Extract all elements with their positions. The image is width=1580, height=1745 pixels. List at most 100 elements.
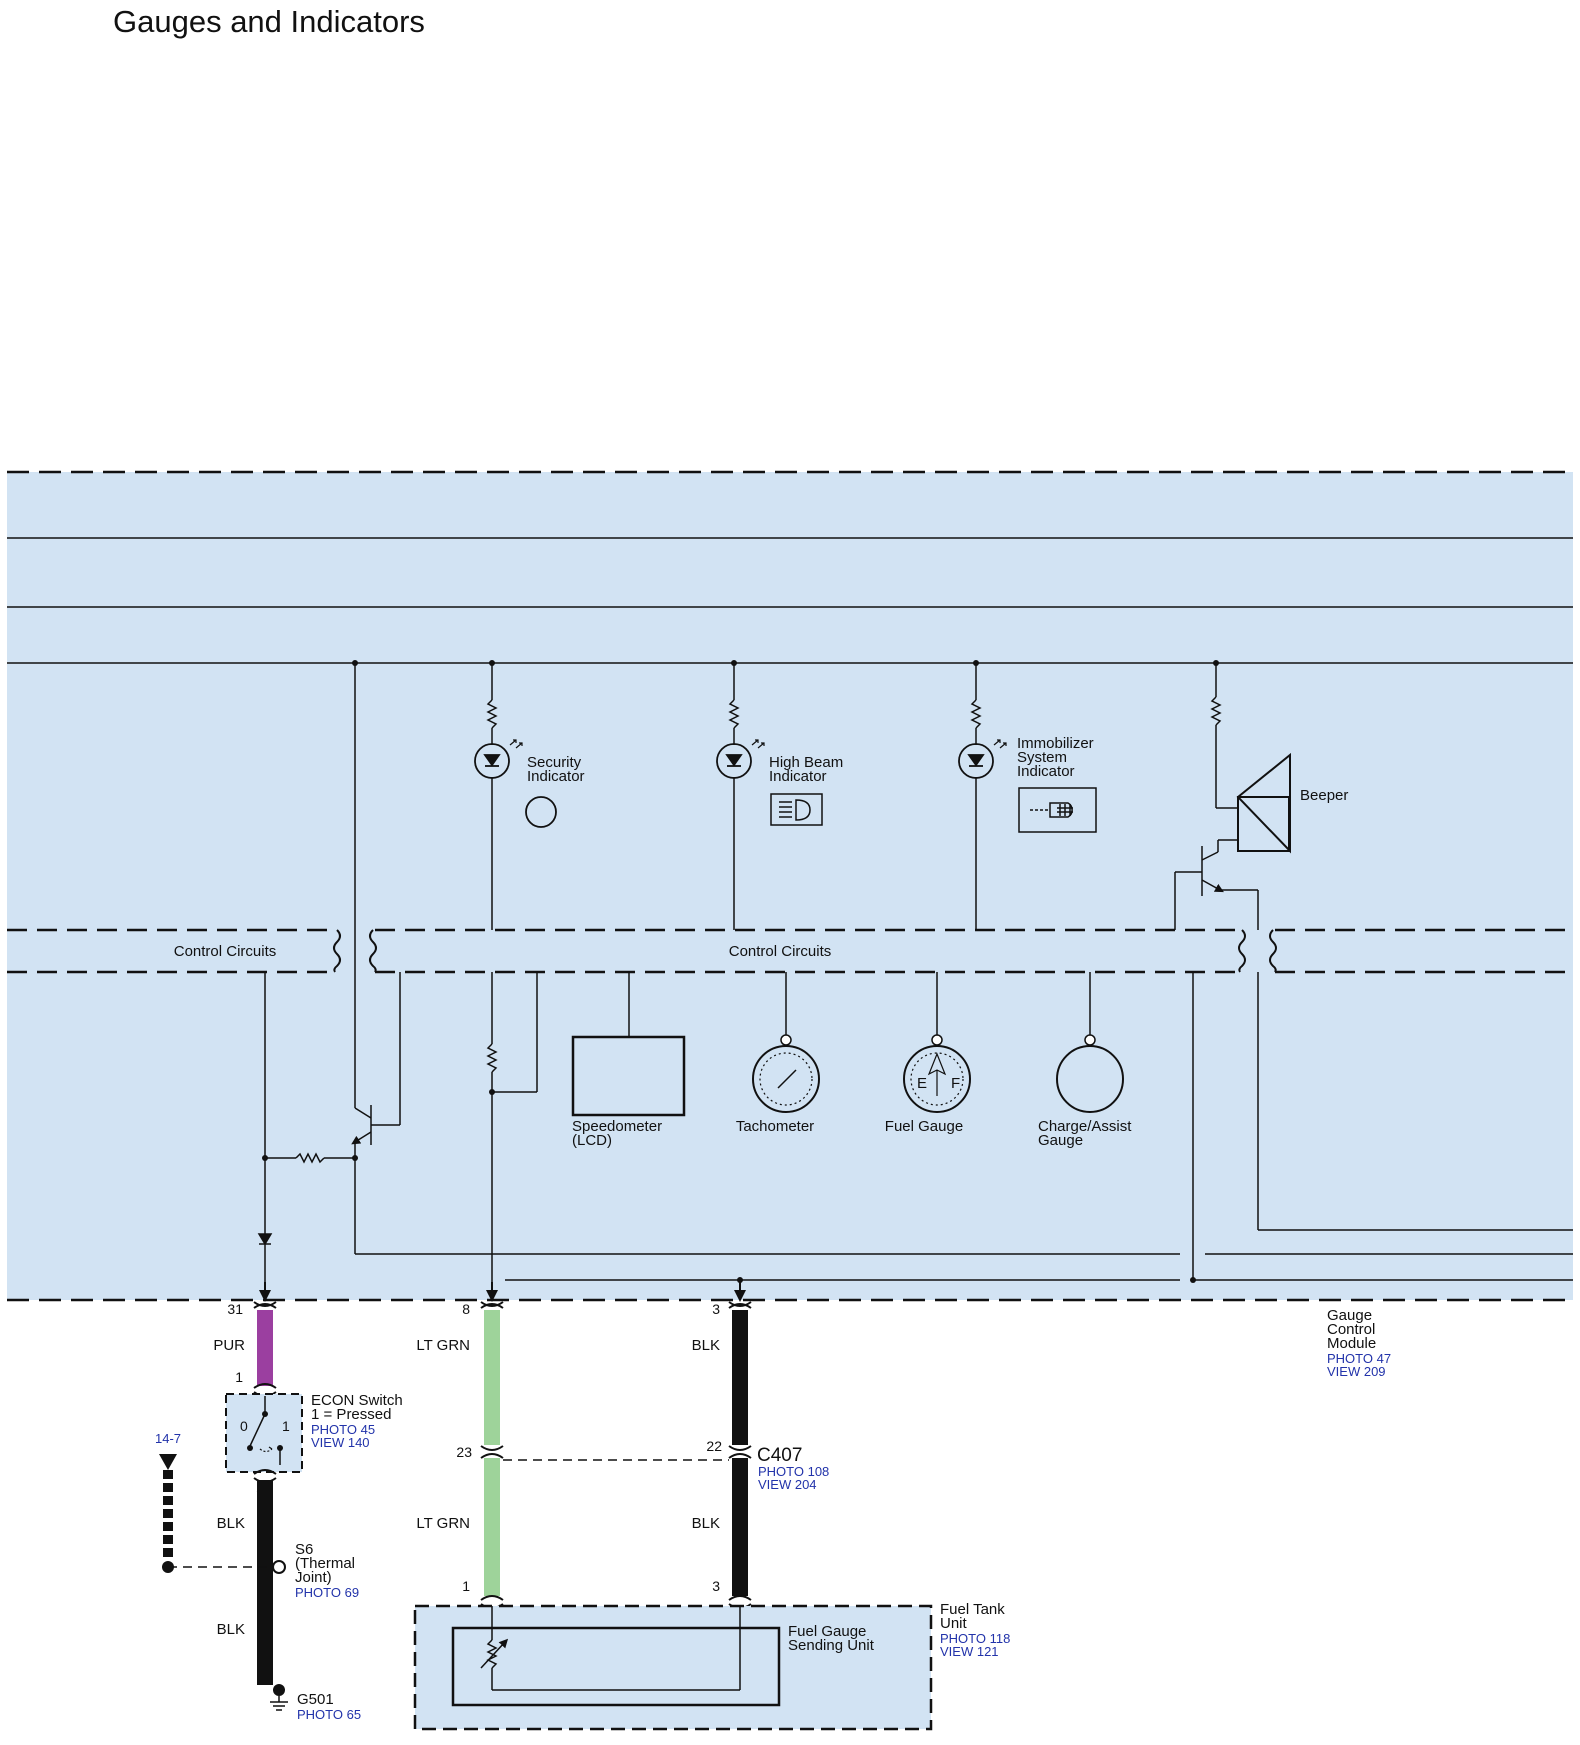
circle-icon bbox=[525, 796, 557, 828]
fuel-tank-photo-ref: PHOTO 118 bbox=[940, 1631, 1010, 1646]
c407-pin-22: 22 bbox=[706, 1438, 722, 1454]
econ-view-ref: VIEW 140 bbox=[311, 1435, 370, 1450]
c407-label: C407 bbox=[757, 1445, 802, 1466]
module-photo-ref: PHOTO 47 bbox=[1327, 1351, 1391, 1366]
sending-unit-label-line1: Fuel Gauge bbox=[788, 1623, 866, 1640]
security-indicator: Security Indicator bbox=[525, 754, 585, 828]
lt-grn-lower-label: LT GRN bbox=[416, 1515, 470, 1532]
s6-label-line3: Joint) bbox=[295, 1569, 332, 1586]
blk-left-lower-label: BLK bbox=[217, 1621, 245, 1638]
control-circuits-label-main: Control Circuits bbox=[729, 943, 832, 960]
blk-right-lower-label: BLK bbox=[692, 1515, 720, 1532]
fuel-tank-label-line1: Fuel Tank bbox=[940, 1601, 1005, 1618]
c407-photo-ref: PHOTO 108 bbox=[758, 1464, 829, 1479]
ref-14-7-bus: 14-7 bbox=[155, 1431, 181, 1560]
speedometer-gauge: Speedometer (LCD) bbox=[571, 1035, 686, 1149]
high-beam-indicator: High Beam Indicator bbox=[769, 754, 843, 826]
break-symbols bbox=[333, 929, 1277, 973]
tachometer-gauge: Tachometer bbox=[736, 1034, 820, 1135]
control-circuits-label-left: Control Circuits bbox=[174, 943, 277, 960]
econ-switch-box bbox=[225, 1393, 303, 1473]
security-label-line2: Indicator bbox=[527, 768, 585, 785]
module-name-line3: Module bbox=[1327, 1335, 1376, 1352]
fuel-gauge: E F Fuel Gauge bbox=[885, 1034, 971, 1135]
econ-pin-in: 1 bbox=[235, 1369, 243, 1385]
beeper-label: Beeper bbox=[1300, 787, 1348, 804]
fuel-tank-pin-1: 1 bbox=[462, 1578, 470, 1594]
econ-switch-label-line1: ECON Switch bbox=[311, 1392, 403, 1409]
blk-left-upper-label: BLK bbox=[217, 1515, 245, 1532]
econ-switch-label-line2: 1 = Pressed bbox=[311, 1406, 391, 1423]
headlight-icon bbox=[770, 793, 823, 826]
ref-14-7: 14-7 bbox=[155, 1431, 181, 1446]
junction-dots-lower bbox=[262, 1089, 1196, 1283]
terminal-31: 31 bbox=[227, 1301, 243, 1317]
module-label: Gauge Control Module PHOTO 47 VIEW 209 bbox=[1327, 1307, 1391, 1379]
c407-connector: 23 22 C407 PHOTO 108 VIEW 204 bbox=[456, 1438, 829, 1492]
c407-view-ref: VIEW 204 bbox=[758, 1477, 817, 1492]
indicator-wiring bbox=[354, 663, 982, 1108]
charge-assist-label-line1: Charge/Assist bbox=[1038, 1118, 1132, 1135]
econ-pos-0: 0 bbox=[240, 1418, 248, 1434]
sending-unit-box bbox=[451, 1626, 781, 1707]
immobilizer-label-line1: Immobilizer bbox=[1017, 735, 1094, 752]
charge-assist-gauge: Charge/Assist Gauge bbox=[1038, 1034, 1132, 1149]
s6-photo-ref: PHOTO 69 bbox=[295, 1585, 359, 1600]
led-symbols bbox=[474, 739, 1007, 779]
terminal-8: 8 bbox=[462, 1301, 470, 1317]
module-name-line2: Control bbox=[1327, 1321, 1375, 1338]
blk-right-wire-lower bbox=[732, 1458, 748, 1596]
ground-icon bbox=[270, 1696, 288, 1711]
immobilizer-label-line2: System bbox=[1017, 749, 1067, 766]
beeper-circuit bbox=[1174, 663, 1291, 930]
speedometer-label-line2: (LCD) bbox=[572, 1132, 612, 1149]
blk-right-wire-upper bbox=[732, 1310, 748, 1445]
blk-right-upper-label: BLK bbox=[692, 1337, 720, 1354]
fuel-full-mark: F bbox=[951, 1075, 960, 1092]
speedometer-box bbox=[571, 1035, 686, 1117]
s6-thermal-joint: S6 (Thermal Joint) PHOTO 69 bbox=[162, 1541, 359, 1600]
fuel-gauge-label: Fuel Gauge bbox=[885, 1118, 963, 1135]
immobilizer-label-line3: Indicator bbox=[1017, 763, 1075, 780]
tachometer-label: Tachometer bbox=[736, 1118, 814, 1135]
s6-label-line1: S6 bbox=[295, 1541, 313, 1558]
sending-unit-label-line2: Sending Unit bbox=[788, 1637, 875, 1654]
page-title: Gauges and Indicators bbox=[113, 4, 425, 39]
module-fill bbox=[7, 472, 1573, 1300]
terminal-3: 3 bbox=[712, 1301, 720, 1317]
lt-grn-wire-upper bbox=[484, 1310, 500, 1445]
speedometer-label-line1: Speedometer bbox=[572, 1118, 662, 1135]
s6-label-line2: (Thermal bbox=[295, 1555, 355, 1572]
econ-switch: 0 1 1 2 ECON Switch 1 = Pressed PHOTO 45… bbox=[225, 1369, 403, 1495]
fuel-tank-view-ref: VIEW 121 bbox=[940, 1644, 999, 1659]
g501-photo-ref: PHOTO 65 bbox=[297, 1707, 361, 1722]
g501-ground: G501 PHOTO 65 bbox=[270, 1684, 361, 1722]
fuel-tank-unit: 1 3 Fuel Gauge Sending Unit Fuel Tank Un… bbox=[413, 1578, 1010, 1731]
fuel-tank-label-line2: Unit bbox=[940, 1615, 968, 1632]
variable-resistor-icon bbox=[480, 1606, 741, 1691]
gauge-control-module bbox=[7, 470, 1573, 1302]
module-terminals bbox=[253, 1282, 752, 1309]
g501-label: G501 bbox=[297, 1691, 334, 1708]
charge-assist-label-line2: Gauge bbox=[1038, 1132, 1083, 1149]
junction-dots-top bbox=[352, 660, 1219, 666]
lt-grn-upper-label: LT GRN bbox=[416, 1337, 470, 1354]
fuel-tank-box bbox=[413, 1604, 933, 1731]
fuel-empty-mark: E bbox=[917, 1075, 927, 1092]
module-view-ref: VIEW 209 bbox=[1327, 1364, 1386, 1379]
immobilizer-indicator: Immobilizer System Indicator bbox=[1017, 735, 1097, 833]
pur-wire-label: PUR bbox=[213, 1337, 245, 1354]
high-beam-label-line2: Indicator bbox=[769, 768, 827, 785]
pur-wire bbox=[257, 1310, 273, 1386]
high-beam-label-line1: High Beam bbox=[769, 754, 843, 771]
fuel-tank-pin-3: 3 bbox=[712, 1578, 720, 1594]
control-circuits-bar bbox=[7, 928, 1573, 974]
c407-pin-23: 23 bbox=[456, 1444, 472, 1460]
lt-grn-wire-lower bbox=[484, 1458, 500, 1596]
security-label-line1: Security bbox=[527, 754, 582, 771]
module-name-line1: Gauge bbox=[1327, 1307, 1372, 1324]
econ-pos-1: 1 bbox=[282, 1418, 290, 1434]
key-icon bbox=[1018, 787, 1097, 833]
econ-photo-ref: PHOTO 45 bbox=[311, 1422, 375, 1437]
